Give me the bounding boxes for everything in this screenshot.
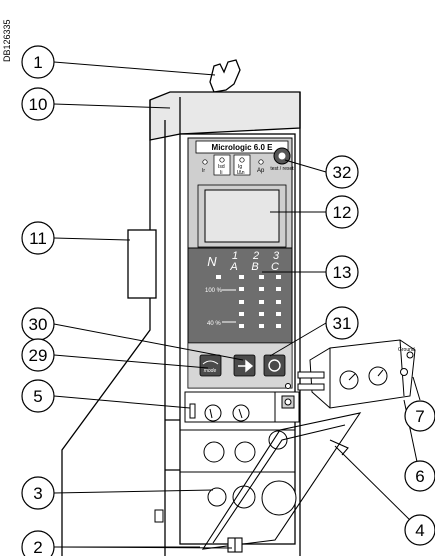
callout-32: 32 [325,155,359,189]
indicator-label-ii: Ii [220,170,223,176]
module-label: Ground [398,347,415,353]
indicator-row [202,154,264,176]
callout-13: 13 [325,255,359,289]
lcd-display [204,189,280,243]
phase-3: 3 [273,250,280,262]
phase-n: N [207,254,217,269]
indicator-label-ap: Ap [257,168,265,174]
callout-1: 1 [21,45,55,79]
device-label-strip [195,140,289,154]
callout-7: 7 [404,400,435,432]
svg-text:5: 5 [33,387,42,406]
svg-text:29: 29 [29,346,48,365]
callout-31: 31 [325,306,359,340]
svg-text:3: 3 [33,484,42,503]
callout-30: 30 [21,307,55,341]
svg-text:32: 32 [333,163,352,182]
bargraph-segments [216,275,281,328]
reset-rotate-button[interactable] [263,354,286,377]
callout-3: 3 [21,476,55,510]
callout-11: 11 [21,221,55,255]
indicator-label-idn: IΔn [237,170,245,176]
svg-text:11: 11 [29,229,47,248]
svg-text:4: 4 [415,521,424,540]
test-reset-button[interactable] [273,147,291,165]
callout-10: 10 [21,87,55,121]
svg-text:2: 2 [33,538,42,556]
phase-c: C [271,261,279,273]
test-reset-label: test / reset [270,166,294,172]
sealable-cover [201,412,362,553]
plug-in-module [297,339,416,409]
indicator-label-ir: Ir [202,168,205,174]
figure-id: DB126335 [2,19,12,62]
callout-12: 12 [325,195,359,229]
callout-6: 6 [404,460,435,492]
menu-button[interactable] [199,354,222,377]
callout-5: 5 [21,379,55,413]
indicator-label-isd: Isd [218,164,225,170]
phase-2: 2 [252,250,259,262]
svg-text:7: 7 [415,407,424,426]
lower-mechanism [154,383,300,523]
callout-4: 4 [404,514,435,546]
side-plug [127,229,157,299]
svg-text:1: 1 [33,53,42,72]
svg-text:13: 13 [333,263,352,282]
svg-text:31: 31 [333,314,352,333]
percent-100: 100 % [205,288,223,294]
svg-text:10: 10 [29,95,48,114]
callout-29: 29 [21,338,55,372]
phase-a: A [229,261,237,273]
phase-b: B [251,261,258,273]
navigate-button[interactable] [233,354,256,377]
phase-1: 1 [232,250,238,262]
indicator-label-ig: Ig [238,164,242,170]
svg-text:12: 12 [333,203,352,222]
menu-label: mode [204,368,217,374]
svg-text:6: 6 [415,467,424,486]
callout-2: 2 [21,530,55,556]
svg-text:30: 30 [29,315,48,334]
device-label: Micrologic 6.0 E [212,143,274,152]
percent-40: 40 % [207,321,221,327]
